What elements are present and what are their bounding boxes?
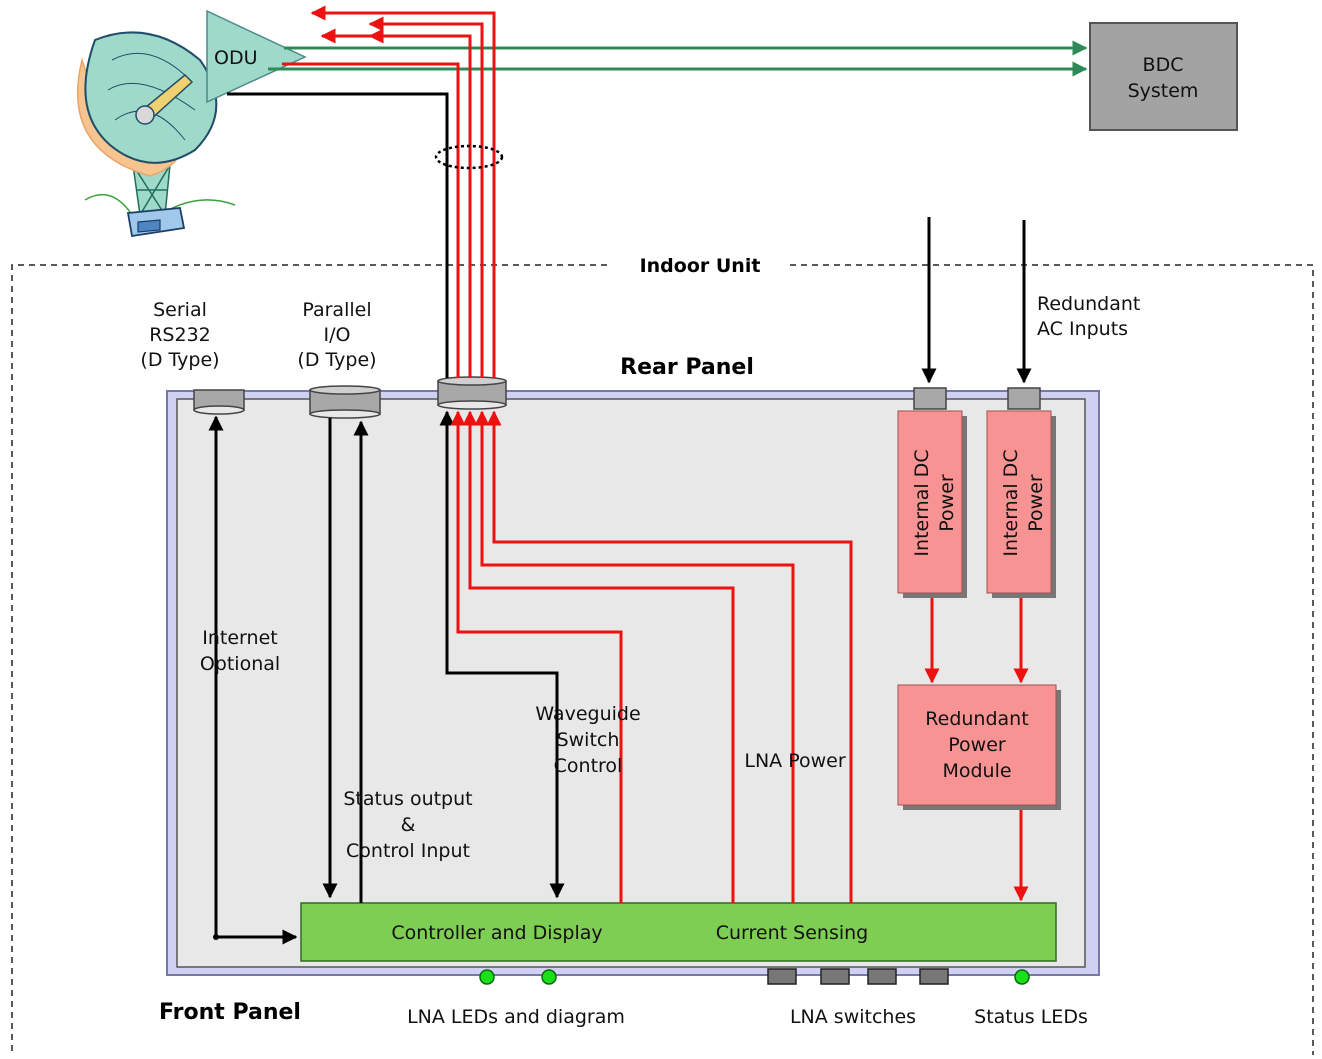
parallel-label-3: (D Type) xyxy=(297,349,376,371)
satellite-dish-icon xyxy=(76,31,236,238)
serial-junction xyxy=(213,934,219,940)
odu-power-cable-3 xyxy=(368,16,484,378)
lna-power-line-3 xyxy=(474,410,795,903)
front-panel-label: Front Panel xyxy=(159,1000,301,1025)
internal-dc-2-label-1: Internal DC xyxy=(1000,449,1022,556)
bdc-label-line1: BDC xyxy=(1143,54,1184,76)
indoor-unit-label: Indoor Unit xyxy=(640,255,761,277)
ac-input-connector-2 xyxy=(1007,387,1041,410)
redundant-ac-label-1: Redundant xyxy=(1037,293,1140,315)
internal-dc-1-label-2: Power xyxy=(936,474,958,532)
odu-block xyxy=(206,9,307,104)
odu-control-cable xyxy=(227,92,449,378)
lna-switch-4 xyxy=(919,968,949,985)
lna-switch-2 xyxy=(820,968,850,985)
odu-label: ODU xyxy=(214,47,258,69)
internal-dc-power-2 xyxy=(986,410,1052,594)
lna-led-2 xyxy=(541,969,557,985)
ac-input-connector-1 xyxy=(913,387,947,410)
internal-dc-power-1 xyxy=(897,410,963,594)
cable-bundle-marker xyxy=(434,144,504,170)
waveguide-label-1: Waveguide xyxy=(535,703,640,725)
internal-dc-2-label-2: Power xyxy=(1025,474,1047,532)
status-led xyxy=(1014,969,1030,985)
lna-switch-1 xyxy=(767,968,797,985)
serial-label-2: RS232 xyxy=(149,324,211,346)
parallel-label-1: Parallel xyxy=(302,299,371,321)
status-leds-label: Status LEDs xyxy=(974,1006,1088,1028)
waveguide-label-2: Switch xyxy=(557,729,620,751)
bdc-label-line2: System xyxy=(1128,80,1199,102)
lna-led-1 xyxy=(479,969,495,985)
lna-power-line-1 xyxy=(450,410,623,903)
status-output-label-1: Status output xyxy=(343,788,472,810)
redundant-power-module xyxy=(897,684,1057,806)
serial-connector xyxy=(193,389,245,415)
rear-panel-label: Rear Panel xyxy=(620,355,754,380)
parallel-connector xyxy=(309,385,381,419)
odu-power-cable-4 xyxy=(310,5,496,378)
controller-label: Controller and Display xyxy=(391,922,602,944)
serial-label-1: Serial xyxy=(153,299,207,321)
lna-switches-label: LNA switches xyxy=(790,1006,916,1028)
waveguide-label-3: Control xyxy=(554,755,623,777)
status-output-label-3: Control Input xyxy=(346,840,470,862)
redundant-ac-label-2: AC Inputs xyxy=(1037,318,1128,340)
lna-leds-label: LNA LEDs and diagram xyxy=(407,1006,625,1028)
odu-power-cable-1 xyxy=(282,62,460,378)
odu-cable-connector xyxy=(437,376,507,410)
rpm-label-1: Redundant xyxy=(925,708,1028,730)
lna-power-line-4 xyxy=(486,410,853,903)
status-output-label-2: & xyxy=(401,814,416,836)
lna-power-line-2 xyxy=(462,410,735,903)
bdc-system-box xyxy=(1089,22,1238,131)
lna-power-label: LNA Power xyxy=(744,750,845,772)
serial-label-3: (D Type) xyxy=(140,349,219,371)
parallel-label-2: I/O xyxy=(324,324,351,346)
internet-label-1: Internet xyxy=(202,627,277,649)
controller-display-bar xyxy=(300,902,1057,962)
lna-switch-3 xyxy=(867,968,897,985)
internet-label-2: Optional xyxy=(200,653,280,675)
rpm-label-2: Power xyxy=(948,734,1006,756)
indoor-unit-boundary xyxy=(11,264,1314,1055)
current-sensing-label: Current Sensing xyxy=(716,922,868,944)
internal-dc-1-label-1: Internal DC xyxy=(911,449,933,556)
rpm-label-3: Module xyxy=(942,760,1011,782)
